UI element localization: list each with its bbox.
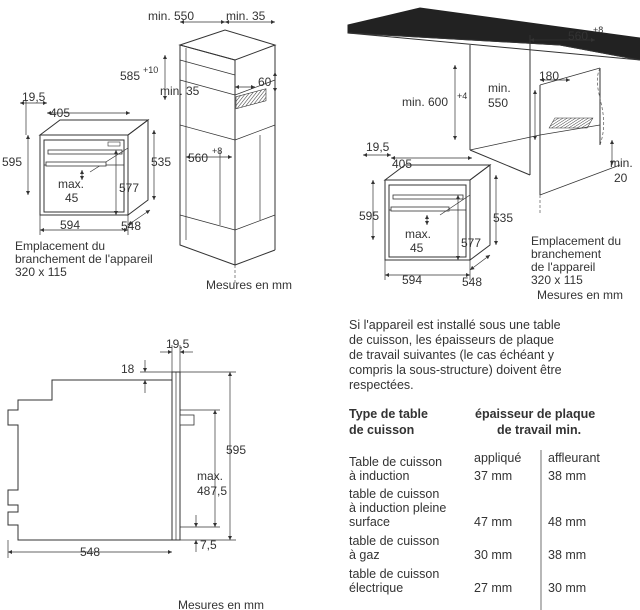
d2-560: 560 (568, 29, 588, 43)
d1-577: 577 (119, 181, 139, 195)
d2-conn-1: Emplacement du (531, 234, 621, 248)
d1-585-sup: +10 (143, 65, 158, 75)
base-cabinet-drawing (469, 35, 621, 215)
note-line: compris la sous-structure) doivent être (349, 363, 562, 377)
d1-585: 585 (120, 69, 140, 83)
d1-535: 535 (151, 155, 171, 169)
row-4-label-2: électrique (349, 581, 404, 595)
d1-595: 595 (2, 155, 22, 169)
row-2-label-1: table de cuisson (349, 487, 440, 501)
header-type-1: Type de table (349, 407, 428, 421)
row-3-applique: 30 mm (474, 548, 513, 562)
header-thick-1: épaisseur de plaque (475, 407, 596, 421)
d3-487-5: 487,5 (197, 484, 227, 498)
d1-560-sup: +8 (212, 146, 222, 156)
d1-548: 548 (121, 219, 141, 233)
note-line: de cuisson, les épaisseurs de plaque (349, 333, 554, 347)
d1-units: Mesures en mm (206, 278, 292, 292)
d2-405: 405 (392, 157, 412, 171)
d2-max: max. (405, 227, 431, 241)
tall-cabinet-drawing (178, 29, 277, 285)
row-4-affleurant: 30 mm (548, 581, 587, 595)
d1-19-5: 19,5 (22, 90, 46, 104)
row-4-applique: 27 mm (474, 581, 513, 595)
d1-conn-1: Emplacement du (15, 239, 105, 253)
d2-conn-4: 320 x 115 (531, 273, 583, 287)
d2-595: 595 (359, 209, 379, 223)
d2-units: Mesures en mm (537, 288, 623, 302)
d2-535: 535 (493, 211, 513, 225)
d2-conn-2: branchement (531, 247, 602, 261)
d2-max-45: 45 (410, 241, 424, 255)
row-1-applique: 37 mm (474, 469, 513, 483)
row-2-applique: 47 mm (474, 515, 513, 529)
row-1-label-1: Table de cuisson (349, 455, 443, 469)
d2-min-20-b: 20 (614, 171, 628, 185)
d1-min-550: min. 550 (148, 9, 194, 23)
header-thick-2: de travail min. (497, 423, 582, 437)
d3-595: 595 (226, 443, 246, 457)
oven-drawing-2 (383, 164, 492, 261)
d2-594: 594 (402, 273, 422, 287)
d2-550: 550 (488, 96, 508, 110)
oven-drawing-1 (38, 119, 150, 216)
d1-min-35-top: min. 35 (226, 9, 266, 23)
d1-594: 594 (60, 218, 80, 232)
diagram-side-view (7, 345, 236, 558)
note-line: Si l'appareil est installé sous une tabl… (349, 318, 561, 332)
note-line: respectées. (349, 378, 414, 392)
diagram-tall-cabinet (20, 19, 278, 285)
d2-conn-3: de l'appareil (531, 260, 595, 274)
d1-conn-3: 320 x 115 (15, 265, 67, 279)
d1-min-35: min. 35 (160, 84, 200, 98)
note-line: de travail suivantes (le cas échéant y (349, 348, 554, 362)
d3-units: Mesures en mm (178, 598, 264, 610)
d1-60: 60 (258, 75, 272, 89)
d3-19-5: 19,5 (166, 337, 190, 351)
row-3-affleurant: 38 mm (548, 548, 587, 562)
d1-max: max. (58, 177, 84, 191)
header-type-2: de cuisson (349, 423, 415, 437)
installation-note: Si l'appareil est installé sous une tabl… (349, 318, 562, 393)
d3-max: max. (197, 469, 223, 483)
d2-min: min. (488, 81, 511, 95)
col-applique: appliqué (474, 451, 522, 465)
d2-560-sup: +8 (593, 25, 603, 35)
row-3-label-1: table de cuisson (349, 534, 440, 548)
d3-7-5: 7,5 (200, 538, 217, 552)
d2-19-5: 19,5 (366, 140, 390, 154)
row-2-label-2: à induction pleine (349, 501, 447, 515)
d2-min-600-sup: +4 (457, 91, 467, 101)
d1-max-45: 45 (65, 191, 79, 205)
col-affleurant: affleurant (548, 451, 600, 465)
d1-405: 405 (50, 106, 70, 120)
row-2-affleurant: 48 mm (548, 515, 587, 529)
d2-577: 577 (461, 236, 481, 250)
d1-conn-2: branchement de l'appareil (15, 252, 153, 266)
row-3-label-2: à gaz (349, 548, 380, 562)
row-1-label-2: à induction (349, 469, 410, 483)
d2-548: 548 (462, 275, 482, 289)
row-1-affleurant: 38 mm (548, 469, 587, 483)
d2-min-600: min. 600 (402, 95, 448, 109)
diagram-under-counter (347, 7, 640, 280)
d1-560: 560 (188, 151, 208, 165)
row-4-label-1: table de cuisson (349, 567, 440, 581)
d3-548: 548 (80, 545, 100, 559)
d2-180: 180 (539, 69, 559, 83)
d3-18: 18 (121, 362, 135, 376)
d2-min-20-a: min. (610, 156, 633, 170)
row-2-label-3: surface (349, 515, 390, 529)
